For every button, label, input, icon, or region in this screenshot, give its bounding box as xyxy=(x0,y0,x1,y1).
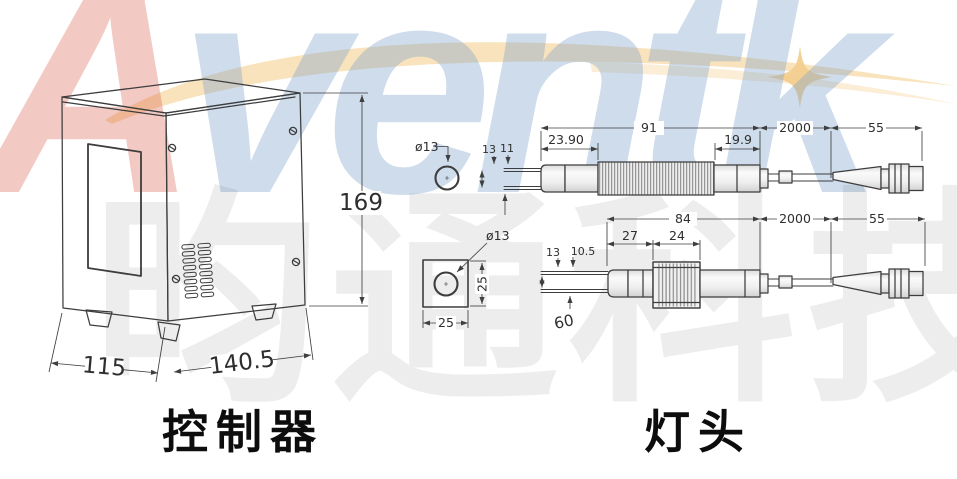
controller-top-edge-inner xyxy=(62,96,296,117)
dim-lamp-top-tip-inner-value: 11 xyxy=(500,142,514,155)
dim-lamp-bottom-body-length: 84 xyxy=(607,211,760,226)
dim-lamp-bottom-face-height-value: 25 xyxy=(475,276,490,292)
dim-lamp-top-connector-length: 55 xyxy=(831,120,922,135)
screw-icon xyxy=(167,143,177,153)
dim-lamp-top-cable-length: 2000 xyxy=(760,120,831,135)
screw-icon xyxy=(171,274,181,284)
controller-left-face xyxy=(61,96,169,322)
dim-controller-depth: 115 xyxy=(48,312,166,383)
dim-lamp-bottom-face-width: 25 xyxy=(422,310,469,330)
dim-lamp-top-front-section: 23.90 xyxy=(541,132,599,160)
dim-lamp-bottom-body-length-value: 84 xyxy=(675,211,691,226)
lamp-head-top-drawing: ø13 13 11 23.90 xyxy=(415,120,924,215)
dim-lamp-top-connector-length-value: 55 xyxy=(868,120,884,135)
dim-lamp-bottom-face-width-value: 25 xyxy=(438,315,454,330)
dim-lamp-bottom-connector-length: 55 xyxy=(831,211,925,226)
dim-lamp-bottom-bend-value: 60 xyxy=(552,311,575,333)
lamp-bottom-front-view xyxy=(422,259,469,308)
dim-lamp-top-tip-length-value: 13 xyxy=(482,143,496,156)
dim-lamp-top-rear-section-value: 19.9 xyxy=(724,132,752,147)
lamp-bottom-body xyxy=(540,261,924,309)
controller-foot xyxy=(157,321,181,342)
dim-controller-depth-value: 115 xyxy=(81,352,127,382)
screw-icon xyxy=(291,257,301,267)
dim-lamp-bottom-tip-length-value: 13 xyxy=(546,246,560,259)
dim-lamp-bottom-tip-inner-value: 10.5 xyxy=(571,245,596,258)
dim-lamp-bottom-bend: 60 xyxy=(552,296,576,333)
connector-end xyxy=(908,165,924,192)
dim-lamp-bottom-front-section-value: 27 xyxy=(622,228,638,243)
dim-lamp-top-front-section-value: 23.90 xyxy=(548,132,584,147)
controller-top-face xyxy=(61,78,301,114)
dim-lamp-bottom-connector-length-value: 55 xyxy=(869,211,885,226)
controller-label: 控制器 xyxy=(162,406,324,458)
lamp-head-label: 灯头 xyxy=(644,406,752,458)
dim-lamp-top-cable-length-value: 2000 xyxy=(779,120,811,135)
dim-lamp-top-diameter-value: ø13 xyxy=(415,139,439,154)
dim-lamp-bottom-cable-length-value: 2000 xyxy=(779,211,811,226)
dim-lamp-top-body-length-value: 91 xyxy=(641,120,657,135)
controller-foot xyxy=(251,303,277,321)
cable-sleeve xyxy=(778,170,793,184)
screw-icon xyxy=(288,126,298,136)
connector-end xyxy=(908,270,924,297)
controller-drawing: 169 115 xyxy=(48,78,383,383)
cable-stub xyxy=(759,168,769,189)
dim-lamp-bottom-face-height: 25 xyxy=(470,260,490,307)
connector-strain-relief xyxy=(832,165,882,191)
controller-dimensions: 169 115 xyxy=(48,92,383,383)
dim-controller-height-value: 169 xyxy=(339,190,383,216)
dim-controller-width: 140.5 xyxy=(173,307,314,380)
dim-lamp-bottom-front-section: 27 xyxy=(607,228,654,260)
dim-lamp-bottom-diameter: ø13 xyxy=(456,228,510,273)
dim-controller-width-value: 140.5 xyxy=(208,346,277,380)
dim-lamp-bottom-fin-section-value: 24 xyxy=(669,228,685,243)
lamp-top-body xyxy=(503,161,924,196)
dim-lamp-bottom-diameter-value: ø13 xyxy=(486,228,510,243)
controller-foot xyxy=(85,309,113,328)
lamp-top-fin-section xyxy=(597,161,715,196)
cable-stub xyxy=(759,273,769,294)
vent-grille xyxy=(181,242,215,299)
lamp-bottom-dimensions: ø13 25 25 xyxy=(422,211,926,333)
connector-strain-relief xyxy=(832,270,882,296)
dim-lamp-bottom-tip: 13 10.5 xyxy=(539,245,596,288)
dim-lamp-top-body-length: 91 xyxy=(541,120,760,135)
controller-window-cutout xyxy=(87,143,142,277)
lamp-head-bottom-drawing: ø13 25 25 xyxy=(422,211,926,333)
dim-controller-height: 169 xyxy=(303,92,383,307)
connector-rings xyxy=(888,163,910,194)
dim-lamp-bottom-fin-section: 24 xyxy=(653,228,701,260)
cable-sleeve xyxy=(778,275,793,289)
dim-lamp-bottom-cable-length: 2000 xyxy=(760,211,831,226)
dim-lamp-top-rear-section: 19.9 xyxy=(714,132,760,160)
connector-rings xyxy=(888,268,910,299)
lamp-top-front-view xyxy=(434,165,460,191)
dim-lamp-top-tip: 13 11 xyxy=(479,142,514,215)
dim-lamp-top-diameter: ø13 xyxy=(415,139,451,162)
